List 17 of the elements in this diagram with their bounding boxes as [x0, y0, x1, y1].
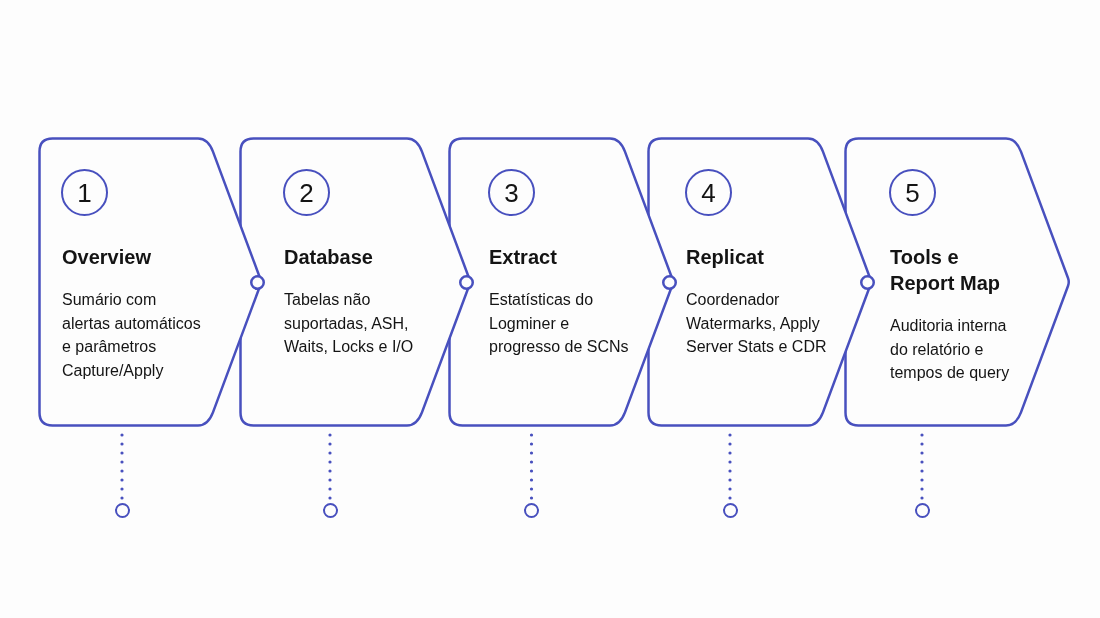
endpoint-circle [322, 502, 338, 518]
chevron-step [38, 137, 263, 427]
step-description: Tabelas não suportadas, ASH, Waits, Locks e I/O [284, 290, 414, 357]
step-heading: Extract [489, 245, 558, 270]
step-heading: Replicat [686, 245, 765, 270]
step-description: Auditoria interna do relatório e tempos de query [890, 316, 1011, 383]
endpoint-circle [722, 502, 738, 518]
step-heading: Database [284, 245, 374, 270]
step-description: Estatísticas do Logminer e progresso de SCNs [489, 290, 630, 357]
endpoint-circle [524, 502, 539, 518]
step-description: Sumário com alertas automáticos e parâmetros Capture/Apply [62, 290, 202, 381]
chevron-step [844, 137, 1071, 427]
endpoint-circle [914, 502, 930, 518]
endpoint-circle [114, 502, 130, 518]
step-heading: Overview [62, 245, 152, 270]
step-heading: Tools e Report Map [890, 245, 1001, 296]
step-description: Coordenador Watermarks, Apply Server Stats e CDR [686, 290, 828, 357]
